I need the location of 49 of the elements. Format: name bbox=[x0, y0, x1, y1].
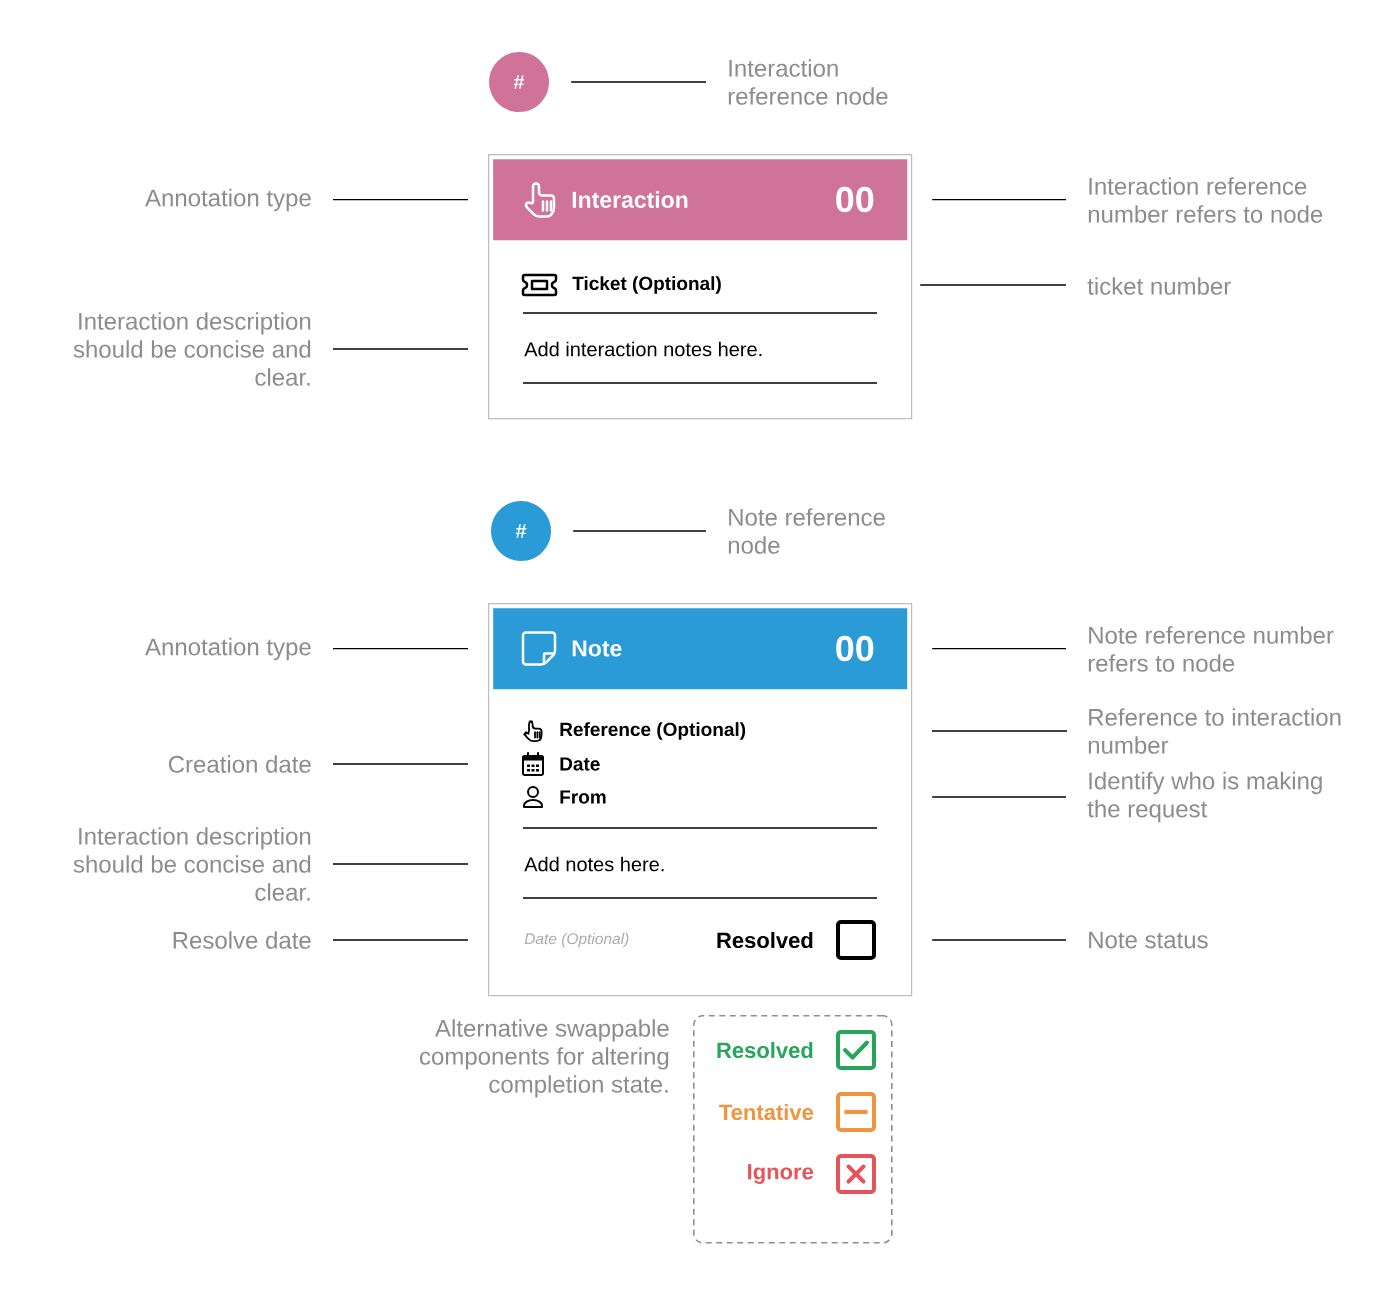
annotation-label: Interaction reference number refers to node bbox=[1088, 177, 1323, 223]
leader-line bbox=[332, 348, 469, 350]
status-label: Resolved bbox=[717, 1041, 813, 1059]
leader-line bbox=[332, 199, 469, 201]
leader-line bbox=[332, 763, 469, 765]
leader-line bbox=[570, 81, 707, 83]
annotation-label: ticket number bbox=[1087, 277, 1231, 295]
annotation-label: Interaction reference node bbox=[728, 59, 888, 105]
leader-line bbox=[332, 939, 469, 941]
annotation-label: Creation date bbox=[168, 755, 311, 773]
annotation-label: Annotation type bbox=[145, 188, 311, 212]
status-label: Resolved bbox=[717, 931, 813, 949]
annotation-label: Interaction description should be concise and clear. bbox=[73, 827, 311, 901]
header-title: Interaction bbox=[572, 191, 688, 208]
reference-number: 00 bbox=[836, 635, 874, 662]
status-label: Tentative bbox=[719, 1103, 814, 1121]
leader-line bbox=[931, 199, 1067, 201]
field-label: From bbox=[560, 790, 606, 804]
annotation-label: Interaction description should be concise and clear. bbox=[73, 312, 311, 386]
leader-line bbox=[332, 863, 469, 865]
field-label: Ticket (Optional) bbox=[572, 276, 721, 294]
leader-line bbox=[931, 796, 1067, 798]
annotation-label: Note reference node bbox=[728, 508, 885, 554]
annotation-label: Resolve date bbox=[173, 931, 311, 949]
leader-line bbox=[931, 939, 1067, 941]
annotation-card bbox=[488, 154, 913, 420]
leader-line bbox=[332, 648, 469, 650]
annotation-label: Identify who is making the request bbox=[1087, 771, 1322, 823]
leader-line bbox=[919, 284, 1067, 286]
reference-number: 00 bbox=[836, 186, 874, 213]
notes-text: Add interaction notes here. bbox=[524, 341, 762, 357]
caption-text: Alternative swappable components for altering completion state. bbox=[420, 1019, 669, 1098]
field-label: Reference (Optional) bbox=[560, 722, 746, 740]
notes-text: Add notes here. bbox=[524, 856, 664, 872]
leader-line bbox=[931, 730, 1068, 732]
annotation-label: Note status bbox=[1089, 931, 1208, 949]
dashed-frame bbox=[693, 1015, 893, 1244]
header-title: Note bbox=[572, 640, 622, 657]
status-label: Ignore bbox=[748, 1164, 814, 1184]
annotation-card bbox=[488, 603, 913, 997]
annotation-label: Reference to interaction number bbox=[1088, 708, 1341, 754]
header-bar bbox=[493, 608, 908, 690]
field-label: Date bbox=[560, 757, 600, 771]
leader-line bbox=[572, 530, 707, 532]
annotation-label: Annotation type bbox=[145, 637, 311, 661]
annotation-label: Note reference number refers to node bbox=[1088, 626, 1334, 672]
header-bar bbox=[493, 159, 908, 241]
leader-line bbox=[931, 648, 1067, 650]
date-input-field: Date (Optional) bbox=[524, 932, 629, 948]
